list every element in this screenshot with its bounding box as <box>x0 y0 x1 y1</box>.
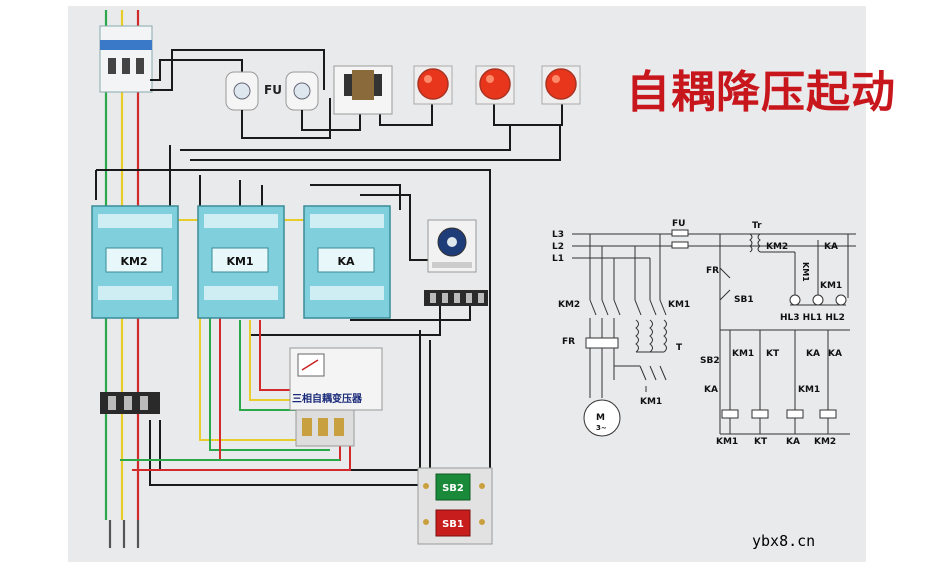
lamp-3 <box>541 65 581 105</box>
control-km1-contact-label: KM1 <box>732 349 754 359</box>
motor-label: M <box>596 413 605 423</box>
terminal-block <box>424 290 488 306</box>
coil-kt-label: KT <box>754 437 768 447</box>
autotransformer-label: 三相自耦变压器 <box>292 392 363 405</box>
button-sb2-label: SB2 <box>442 483 464 494</box>
schematic-km1-bottom-label: KM1 <box>640 397 662 407</box>
line-l3-label: L3 <box>552 230 564 240</box>
line-l2-label: L2 <box>552 242 564 252</box>
schematic-t-label: T <box>676 343 683 353</box>
schematic-km1-label: KM1 <box>668 300 690 310</box>
control-wires <box>95 49 563 486</box>
schematic-fr-label: FR <box>562 337 575 347</box>
schematic-transformer-label: Tr <box>752 221 762 231</box>
diagram-title: 自耦降压起动 <box>626 67 896 118</box>
control-fr-label: FR <box>706 266 719 276</box>
lamp-labels: HL3 HL1 HL2 <box>780 313 845 323</box>
contactor-km1 <box>197 205 285 319</box>
thermal-overload-relay <box>100 392 160 414</box>
control-ka-contact-label-1: KA <box>806 349 820 359</box>
button-sb1-label: SB1 <box>442 519 464 530</box>
control-km1-lower-label: KM1 <box>798 385 820 395</box>
contactor-ka <box>303 205 391 319</box>
coil-km1-label: KM1 <box>716 437 738 447</box>
coil-km2-label: KM2 <box>814 437 836 447</box>
lamp-km1-label: KM1 <box>820 281 842 291</box>
push-button-station <box>417 467 493 545</box>
control-transformer <box>333 65 393 115</box>
contactor-ka-label: KA <box>337 255 355 268</box>
fuse-pair <box>225 71 319 138</box>
schematic-km2-label: KM2 <box>558 300 580 310</box>
line-l1-label: L1 <box>552 254 564 264</box>
lamp-1 <box>413 65 453 105</box>
watermark: ybx8.cn <box>752 532 816 550</box>
schematic-diagram <box>572 229 856 437</box>
autotransformer <box>289 347 383 447</box>
control-sb1-label: SB1 <box>734 295 754 305</box>
contactor-km1-label: KM1 <box>226 255 253 268</box>
time-relay <box>427 219 477 273</box>
coil-ka-label: KA <box>786 437 800 447</box>
contactor-km2-label: KM2 <box>120 255 147 268</box>
lamp-km1-vertical-label: KM1 <box>801 262 810 282</box>
circuit-breaker <box>99 25 153 93</box>
schematic-fuse-label: FU <box>672 219 685 229</box>
control-kt-contact-label: KT <box>766 349 780 359</box>
fuse-label: FU <box>264 83 282 97</box>
control-sb2-label: SB2 <box>700 356 720 366</box>
transformer-ka-label: KA <box>824 242 838 252</box>
motor-sub-label: 3~ <box>596 424 607 432</box>
control-ka-lower-label: KA <box>704 385 718 395</box>
transformer-km2-label: KM2 <box>766 242 788 252</box>
schematic-labels: L3 L2 L1 FU Tr KM2 KM1 FR T KM1 M 3~ FR … <box>552 219 845 447</box>
lamp-2 <box>475 65 515 105</box>
contactor-km2 <box>91 205 179 319</box>
control-ka-contact-label-2: KA <box>828 349 842 359</box>
indicator-lamps <box>413 65 581 105</box>
